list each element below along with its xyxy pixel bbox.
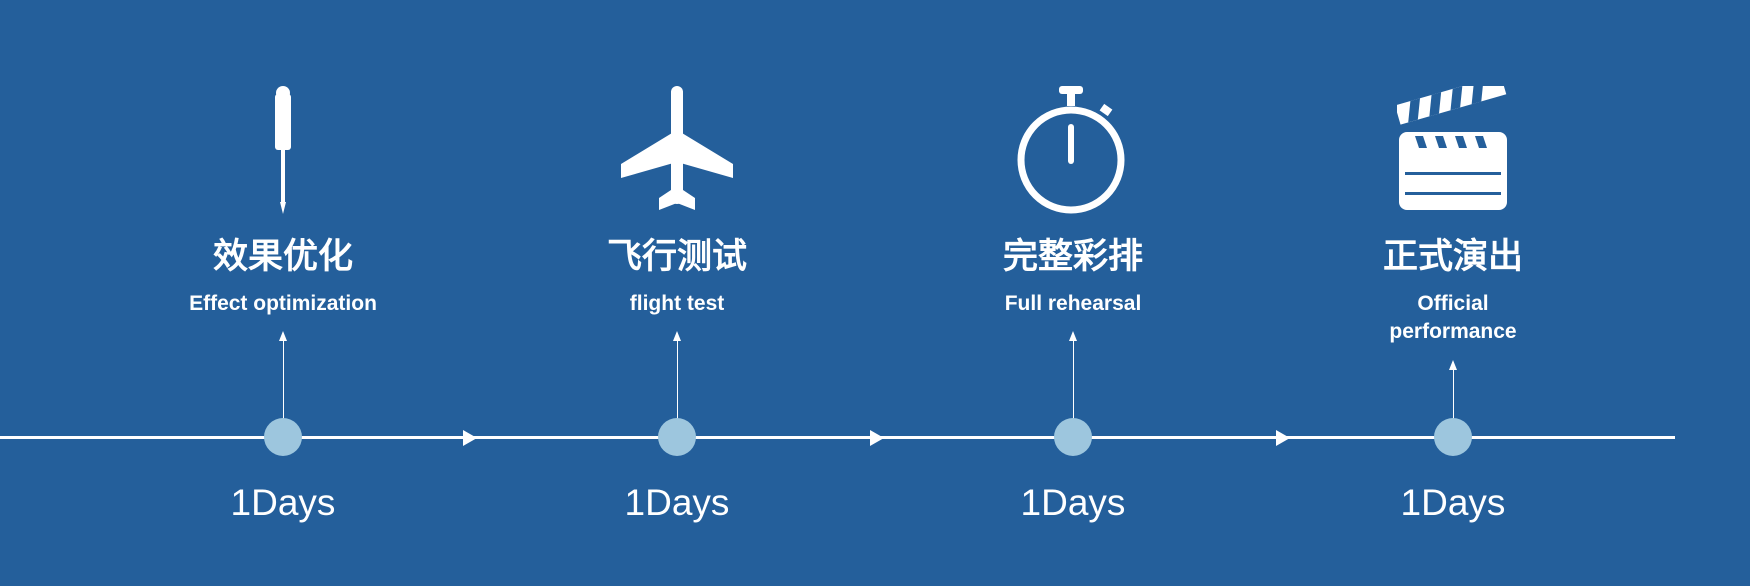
- step-subtitle: Effect optimization: [189, 292, 377, 315]
- timeline-step-flight-test: 飞行测试 flight test 1Days: [527, 0, 827, 586]
- step-title: 正式演出: [1382, 237, 1523, 276]
- arrow-up-icon: [673, 331, 681, 341]
- step-duration: 1Days: [230, 482, 336, 523]
- timeline-arrow: [463, 430, 477, 446]
- timeline-arrow: [870, 430, 884, 446]
- timeline-axis: [0, 436, 1675, 439]
- clapperboard-icon: [1397, 86, 1507, 210]
- arrow-up-icon: [1069, 331, 1077, 341]
- step-subtitle: Official performance: [1389, 292, 1517, 343]
- connector-line: [283, 340, 284, 420]
- connector-line: [1453, 369, 1454, 420]
- timeline-node: [264, 418, 302, 456]
- timeline-node: [1054, 418, 1092, 456]
- timeline-arrow: [1276, 430, 1290, 446]
- timeline-node: [1434, 418, 1472, 456]
- step-title: 完整彩排: [1002, 237, 1143, 276]
- timeline-step-effect-optimization: 效果优化 Effect optimization 1Days: [133, 0, 433, 586]
- arrow-up-icon: [1449, 360, 1457, 370]
- timeline-node: [658, 418, 696, 456]
- timeline-step-full-rehearsal: 完整彩排 Full rehearsal 1Days: [923, 0, 1223, 586]
- step-duration: 1Days: [624, 482, 730, 523]
- step-title: 效果优化: [212, 237, 353, 276]
- airplane-icon: [621, 86, 733, 210]
- step-duration: 1Days: [1020, 482, 1126, 523]
- arrow-up-icon: [279, 331, 287, 341]
- step-duration: 1Days: [1400, 482, 1506, 523]
- connector-line: [677, 340, 678, 420]
- connector-line: [1073, 340, 1074, 420]
- step-subtitle: Full rehearsal: [1004, 292, 1142, 315]
- screwdriver-icon: [275, 86, 291, 214]
- timeline-step-official-performance: 正式演出 Official performance 1Days: [1303, 0, 1603, 586]
- stopwatch-icon: [1017, 86, 1125, 214]
- step-subtitle: flight test: [629, 292, 725, 315]
- step-title: 飞行测试: [606, 237, 747, 276]
